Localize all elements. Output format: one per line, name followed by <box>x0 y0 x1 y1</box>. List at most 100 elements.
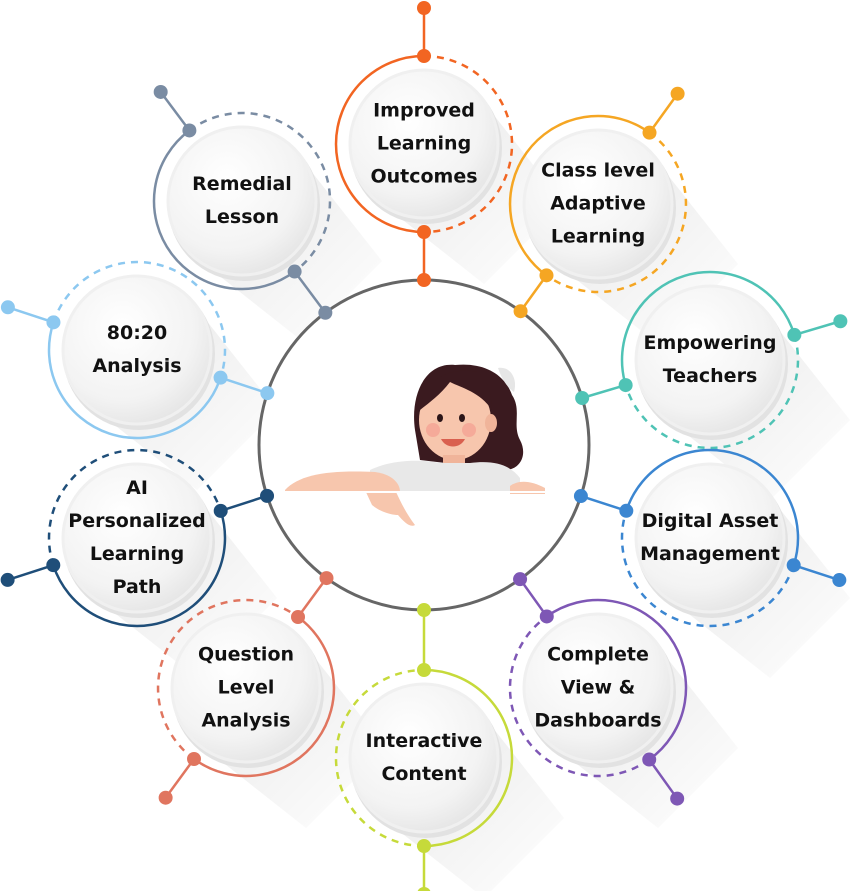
connector-dot <box>513 572 528 587</box>
label-line: Question <box>197 643 295 666</box>
spoke-line <box>793 564 840 582</box>
ring-dashed-arc <box>423 54 514 234</box>
connector-dot <box>46 315 61 330</box>
ring-dashed-arc <box>47 448 222 566</box>
connector-line <box>519 274 548 312</box>
node-ai-personalized-learning-path <box>47 448 227 628</box>
ring-solid-arc <box>423 668 514 848</box>
connector-dot <box>318 305 333 320</box>
teacher-illustration-icon <box>283 364 548 526</box>
label-line: 80:20 <box>106 322 168 344</box>
label-line: AI <box>126 477 148 499</box>
node-complete-view-dashboards <box>508 598 688 778</box>
connector-dot <box>539 609 554 624</box>
connector-dot <box>260 386 275 401</box>
label-line: Outcomes <box>370 165 478 188</box>
spoke-line <box>7 306 54 324</box>
connector-dot <box>786 558 801 573</box>
label-line: Learning <box>376 132 472 155</box>
label-line: Teachers <box>662 365 758 387</box>
disc <box>522 128 674 280</box>
label-line: Empowering <box>643 332 777 354</box>
ring-solid-arc <box>334 54 425 234</box>
ring-solid-arc <box>52 510 227 628</box>
label-line: View & <box>560 676 636 699</box>
connector-dot <box>539 268 554 283</box>
ring-dashed-arc <box>624 334 800 449</box>
disc <box>166 125 318 277</box>
connector-dot <box>260 488 275 503</box>
connector-line <box>220 376 268 395</box>
ring-dashed-arc <box>188 111 332 273</box>
label-line: Content <box>381 763 467 785</box>
label-line: Remedial <box>192 173 292 195</box>
label-line: Personalized <box>68 510 206 532</box>
node-digital-asset-management <box>620 448 800 628</box>
connector-dot <box>642 752 657 767</box>
ring-dashed-arc <box>156 598 299 760</box>
connector-dot <box>158 790 173 805</box>
label-line: Interactive <box>365 730 483 752</box>
ring-solid-arc <box>546 598 688 761</box>
ring-dashed-arc <box>508 615 650 778</box>
connector-dot <box>46 558 61 573</box>
label-line: Improved <box>373 99 475 122</box>
connector-dot <box>642 125 657 140</box>
connector-dot <box>0 300 15 315</box>
connector-dot <box>833 314 848 329</box>
label-line: Analysis <box>201 709 291 732</box>
spoke-line <box>164 758 196 799</box>
connector-dot <box>618 378 633 393</box>
label-line: Learning <box>550 225 646 248</box>
label-line: Dashboards <box>534 709 662 732</box>
connector-dot <box>319 571 334 586</box>
connector-dot <box>417 273 431 287</box>
ring-dashed-arc <box>52 260 227 379</box>
node-improved-learning-outcomes <box>334 54 514 234</box>
connector-dot <box>787 327 802 342</box>
connector-dot <box>213 503 228 518</box>
disc <box>61 274 213 426</box>
connector-dot <box>832 573 847 588</box>
ring-solid-arc <box>625 448 800 566</box>
connector-line <box>296 577 328 618</box>
label-line: Learning <box>89 543 185 565</box>
connector-line <box>220 494 268 513</box>
connector-dot <box>153 84 168 99</box>
connector-dot <box>417 887 431 891</box>
label-line: Path <box>112 576 162 598</box>
label-line: Management <box>640 543 780 565</box>
disc <box>61 462 213 614</box>
connector-line <box>580 494 627 512</box>
connector-dot <box>182 123 197 138</box>
connector-dot <box>573 489 588 504</box>
label-line: Lesson <box>204 206 280 228</box>
connector-dot <box>575 390 590 405</box>
ring-solid-arc <box>193 616 336 778</box>
connector-dot <box>213 370 228 385</box>
spoke-line <box>159 91 191 132</box>
node-class-level-adaptive-learning <box>508 114 688 294</box>
node-remedial-lesson <box>152 111 332 291</box>
ring-solid-arc <box>152 129 296 291</box>
spoke-line <box>793 320 841 337</box>
spoke-line <box>7 563 54 582</box>
disc <box>170 612 322 764</box>
ring-dashed-arc <box>334 668 425 848</box>
spoke-line <box>648 93 679 134</box>
node-80-20-analysis <box>47 260 227 440</box>
connector-dot <box>417 839 431 853</box>
connector-line <box>293 270 327 314</box>
connector-dot <box>513 304 528 319</box>
connector-dot <box>287 264 302 279</box>
connector-dot <box>0 572 15 587</box>
connector-dot <box>670 86 685 101</box>
connector-line <box>519 578 548 618</box>
